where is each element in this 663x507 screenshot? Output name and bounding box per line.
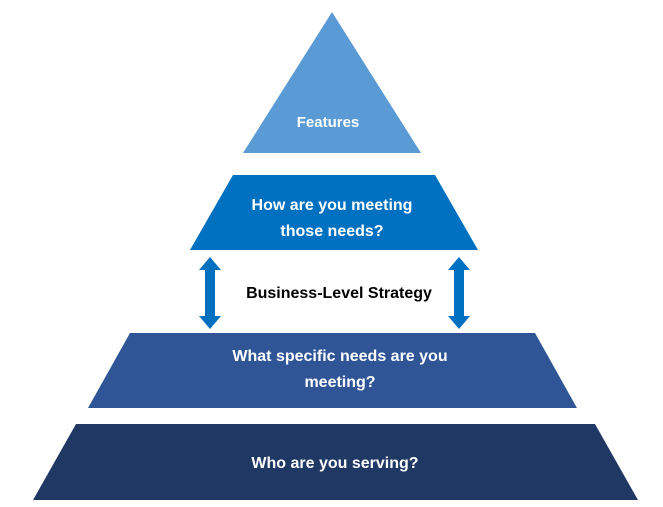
tier-who-label: Who are you serving? xyxy=(251,455,418,472)
tier-how xyxy=(190,175,478,250)
tier-what xyxy=(88,333,577,408)
arrow-right-icon xyxy=(448,257,470,329)
arrow-left-icon xyxy=(199,257,221,329)
tier-who xyxy=(33,424,638,500)
strategy-label: Business-Level Strategy xyxy=(246,285,432,302)
tier-what-label-line2: meeting? xyxy=(304,374,375,391)
tier-features-label: Features xyxy=(297,114,360,131)
tier-how-label-line1: How are you meeting xyxy=(252,197,413,214)
tier-what-label-line1: What specific needs are you xyxy=(232,348,447,365)
tier-features xyxy=(243,12,421,153)
tier-how-label-line2: those needs? xyxy=(280,223,383,240)
